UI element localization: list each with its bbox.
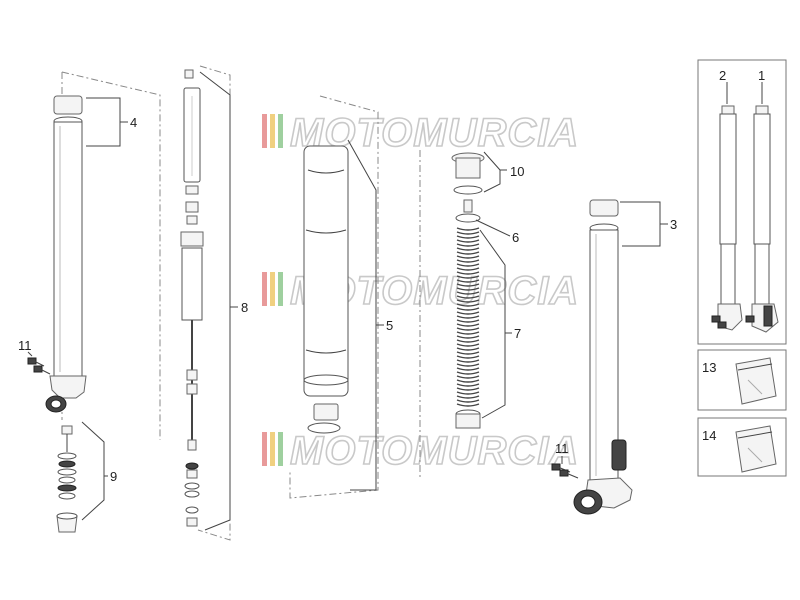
- kit-bag-icon: [735, 425, 777, 473]
- kit-panel-13: [697, 349, 787, 411]
- callout-9: 9: [110, 469, 117, 484]
- outer-tube: [589, 229, 619, 481]
- spring-coil: [456, 263, 480, 267]
- spring-coil: [456, 307, 480, 311]
- spring-coil: [456, 291, 480, 295]
- spring-coil: [456, 243, 480, 247]
- slider-bushing: [313, 403, 339, 421]
- spring-coil: [456, 235, 480, 239]
- callout-10: 10: [510, 164, 524, 179]
- watermark-stripe: [262, 114, 267, 148]
- watermark-stripe: [278, 432, 283, 466]
- spring-coil: [456, 367, 480, 371]
- spring-coil: [456, 271, 480, 275]
- spring-coil: [456, 323, 480, 327]
- spring-coil: [456, 251, 480, 255]
- spring-coil: [456, 331, 480, 335]
- spring-coil: [456, 275, 480, 279]
- callout-2: 2: [719, 68, 726, 83]
- spring-coil: [456, 259, 480, 263]
- watermark-stripe: [270, 114, 275, 148]
- spring-coil: [456, 283, 480, 287]
- spring-coil: [456, 287, 480, 291]
- spring-coil: [456, 399, 480, 403]
- spring-coil: [456, 363, 480, 367]
- watermark-stripe: [278, 272, 283, 306]
- spring-coil: [456, 319, 480, 323]
- callout-7: 7: [514, 326, 521, 341]
- spring-coil: [456, 299, 480, 303]
- inner-tube: [303, 145, 349, 397]
- watermark-stripe: [262, 432, 267, 466]
- top-cap: [589, 199, 619, 217]
- callout-11-left: 11: [18, 338, 32, 353]
- outer-tube: [53, 121, 83, 377]
- spring-coil: [456, 311, 480, 315]
- watermark-text: MOTOMURCIA: [290, 429, 579, 473]
- watermark-stripe: [262, 272, 267, 306]
- callout-14: 14: [702, 428, 716, 443]
- spring-coil: [456, 379, 480, 383]
- callout-4: 4: [130, 115, 137, 130]
- complete-fork-panel: [697, 59, 787, 345]
- spring-coil: [456, 247, 480, 251]
- callout-5: 5: [386, 318, 393, 333]
- watermark-bottom: MOTOMURCIA: [262, 428, 579, 474]
- callout-1: 1: [758, 68, 765, 83]
- spring-coil: [456, 255, 480, 259]
- panel-box: [697, 59, 787, 345]
- kit-panel-14: [697, 417, 787, 477]
- spring-coil: [456, 343, 480, 347]
- spring-coil: [456, 347, 480, 351]
- spring-coil: [456, 355, 480, 359]
- spring-coil: [456, 351, 480, 355]
- spring-spacer: [455, 409, 481, 429]
- callout-13: 13: [702, 360, 716, 375]
- cartridge-assembly: [180, 69, 204, 527]
- caliper-mount: [611, 439, 627, 471]
- callout-6: 6: [512, 230, 519, 245]
- clamp-bolts-left: [27, 357, 51, 375]
- clamp-bolts-right: [551, 463, 579, 479]
- spring-7: [456, 227, 480, 407]
- top-cap: [53, 95, 83, 115]
- valve-6: [455, 199, 481, 223]
- spring-coil: [456, 239, 480, 243]
- leader-lines: [27, 71, 668, 531]
- spring-coil: [456, 339, 480, 343]
- spring-coil: [456, 335, 480, 339]
- watermark-stripe: [270, 432, 275, 466]
- axle-clamp: [49, 375, 87, 399]
- spring-coil: [456, 303, 480, 307]
- top-cap-10: [451, 152, 485, 195]
- spring-coil: [456, 327, 480, 331]
- watermark-stripe: [270, 272, 275, 306]
- inner-tube-assembly: [303, 145, 349, 434]
- spring-coil: [456, 227, 480, 231]
- right-outer-tube-assembly: [551, 199, 633, 515]
- cartridge-body: [181, 247, 203, 321]
- spring-coil: [456, 383, 480, 387]
- spring-coil: [456, 371, 480, 375]
- spring-coil: [456, 387, 480, 391]
- callout-3: 3: [670, 217, 677, 232]
- spring-coil: [456, 295, 480, 299]
- spring-coil: [456, 267, 480, 271]
- callout-labels: 4 8 5 10 6 7 3 9 11 11 2 1 13 14: [18, 68, 765, 484]
- bottom-valve-parts: [56, 425, 78, 533]
- spring-coil: [456, 315, 480, 319]
- left-outer-tube-assembly: [27, 95, 87, 533]
- spring-coil: [456, 395, 480, 399]
- callout-11-right: 11: [555, 441, 569, 456]
- spring-coil: [456, 403, 480, 407]
- watermark-stripe: [278, 114, 283, 148]
- spring-coil: [456, 279, 480, 283]
- callout-8: 8: [241, 300, 248, 315]
- spring-coil: [456, 359, 480, 363]
- spring-coil: [456, 375, 480, 379]
- spring-coil: [456, 231, 480, 235]
- spring-coil: [456, 391, 480, 395]
- kit-bag-icon: [735, 357, 777, 405]
